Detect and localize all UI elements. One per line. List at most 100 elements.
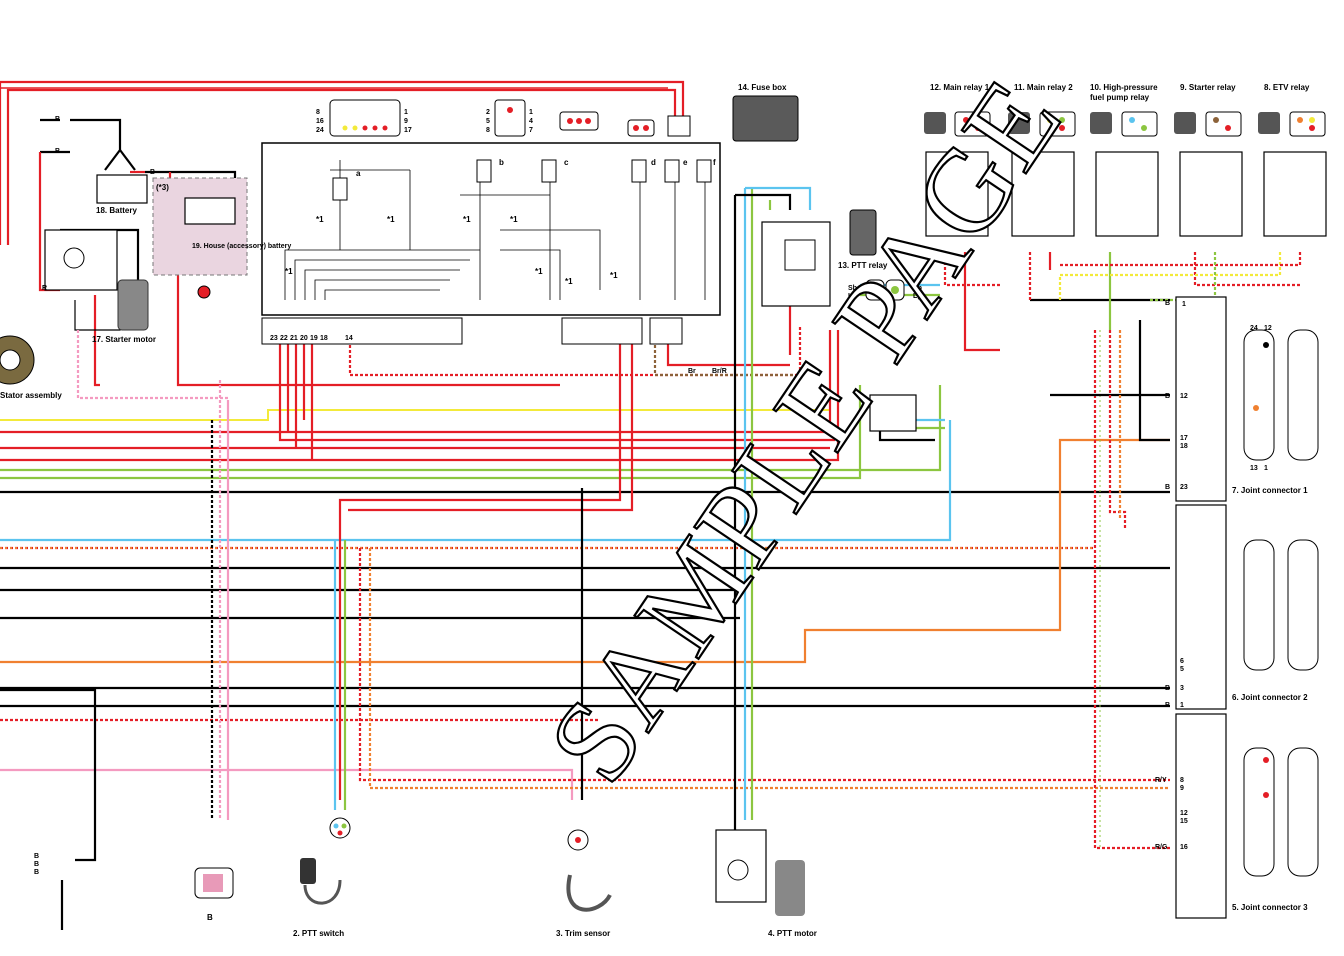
hp-pump-relay-label: fuel pump relay — [1090, 93, 1150, 102]
wire-color-labels: B B B R B B B B B R/Y R/G Br Br/R Sb Lg … — [34, 116, 1170, 876]
ecu-sub-f: f — [713, 158, 716, 167]
wire-label: Br — [688, 368, 696, 375]
wire-label: B — [1165, 393, 1170, 400]
ecu-pin: 22 — [280, 335, 288, 342]
jc-pin: 1 — [1180, 702, 1184, 709]
ptt-switch-label: 2. PTT switch — [293, 929, 344, 938]
pin-no: 8 — [316, 109, 320, 116]
fuse-box: 14. Fuse box — [732, 83, 831, 307]
ecu-connector-small — [559, 111, 691, 137]
grid-label: 12 — [1264, 325, 1272, 332]
ecu-module: a b c d e f *1 *1 *1 *1 *1 *1 *1 *1 23 2… — [261, 142, 721, 345]
grid-label: 1 — [1264, 465, 1268, 472]
jc-pin: 18 — [1180, 443, 1188, 450]
wire-label: B — [34, 853, 39, 860]
joint-connector-3: 5. Joint connector 3 8 9 12 15 16 — [1175, 713, 1319, 919]
jc-pin: 5 — [1180, 666, 1184, 673]
house-note: (*3) — [156, 183, 169, 192]
joint-connector-3-label: 5. Joint connector 3 — [1232, 903, 1308, 912]
star-note: *1 — [535, 267, 543, 276]
ptt-switch: 2. PTT switch — [293, 817, 351, 938]
wire-label: R/G — [1155, 844, 1168, 851]
main-relay-2: 11. Main relay 2 — [1008, 83, 1076, 237]
fuse-box-label: 14. Fuse box — [738, 83, 787, 92]
wire-label: Lg — [848, 293, 857, 300]
ecu-pin: 23 — [270, 335, 278, 342]
wire-label: B — [150, 169, 155, 176]
wire-label: B — [1165, 484, 1170, 491]
relays: 12. Main relay 1 11. Main relay 2 10. Hi… — [924, 83, 1327, 237]
main-relay-2-label: 11. Main relay 2 — [1014, 83, 1073, 92]
wire-label: Sb — [913, 285, 922, 292]
trim-sensor-label: 3. Trim sensor — [556, 929, 610, 938]
jc-pin: 12 — [1180, 393, 1188, 400]
ecu-pin: 21 — [290, 335, 298, 342]
ecu-connector-large: 8 16 24 1 9 17 — [316, 99, 412, 137]
pin-no: 16 — [316, 118, 324, 125]
jc-pin: 1 — [1182, 301, 1186, 308]
trim-sensor: 3. Trim sensor — [556, 829, 612, 938]
ecu-pin-labels: 23 22 21 20 19 18 14 — [270, 335, 353, 342]
pin-no: 8 — [486, 127, 490, 134]
ecu-sub-c: c — [564, 158, 569, 167]
jc-pin: 17 — [1180, 435, 1188, 442]
pin-no: 1 — [529, 109, 533, 116]
stator: Stator assembly — [0, 335, 62, 400]
ptt-relay: 13. PTT relay — [838, 209, 917, 432]
wire-label: B — [34, 869, 39, 876]
pin-no: 17 — [404, 127, 412, 134]
star-note: *1 — [316, 215, 324, 224]
wire-label: Sb — [848, 285, 857, 292]
starter-motor-label: 17. Starter motor — [92, 335, 156, 344]
jc-pin: 3 — [1180, 685, 1184, 692]
star-note: *1 — [610, 271, 618, 280]
wire-label: Br/R — [712, 368, 727, 375]
pin-no: 9 — [404, 118, 408, 125]
jc-pin: 16 — [1180, 844, 1188, 851]
ptt-motor: 4. PTT motor — [715, 829, 817, 938]
ground-label: B — [207, 913, 213, 922]
star-note: *1 — [285, 267, 293, 276]
etv-relay: 8. ETV relay — [1258, 83, 1327, 237]
star-note: *1 — [565, 277, 573, 286]
house-battery: (*3) 19. House (accessory) battery — [152, 177, 291, 299]
joint-connector-2-label: 6. Joint connector 2 — [1232, 693, 1308, 702]
pin-no: 7 — [529, 127, 533, 134]
ecu-pin: 18 — [320, 335, 328, 342]
star-note: *1 — [510, 215, 518, 224]
wire-label: R/Y — [1155, 777, 1167, 784]
ecu-connector-mid: 2 5 8 1 4 7 — [486, 99, 533, 137]
star-note: *1 — [387, 215, 395, 224]
hp-pump-relay-label: 10. High-pressure — [1090, 83, 1158, 92]
etv-relay-label: 8. ETV relay — [1264, 83, 1310, 92]
battery: 18. Battery — [96, 174, 148, 215]
grid-label: 13 — [1250, 465, 1258, 472]
starter-relay-label: 9. Starter relay — [1180, 83, 1236, 92]
starter-motor: 17. Starter motor — [44, 229, 156, 344]
joint-connector-1-label: 7. Joint connector 1 — [1232, 486, 1308, 495]
ptt-motor-label: 4. PTT motor — [768, 929, 817, 938]
ecu-sub-d: d — [651, 158, 656, 167]
pin-no: 2 — [486, 109, 490, 116]
hp-pump-relay: 10. High-pressure fuel pump relay — [1090, 83, 1159, 237]
wire-label: B — [1165, 685, 1170, 692]
pin-no: 24 — [316, 127, 324, 134]
starter-relay: 9. Starter relay — [1174, 83, 1243, 237]
jc-pin: 9 — [1180, 785, 1184, 792]
wire-label: R — [42, 285, 47, 292]
jc-pin: 8 — [1180, 777, 1184, 784]
ecu-sub-b: b — [499, 158, 504, 167]
wire-label: Lg — [913, 293, 922, 300]
ecu-sub-e: e — [683, 158, 688, 167]
pin-no: 5 — [486, 118, 490, 125]
ptt-relay-label: 13. PTT relay — [838, 261, 888, 270]
wire-label: B — [34, 861, 39, 868]
ecu-sub-a: a — [356, 169, 361, 178]
main-relay-1: 12. Main relay 1 — [924, 83, 991, 237]
main-relay-1-label: 12. Main relay 1 — [930, 83, 990, 92]
wire-label: B — [55, 116, 60, 123]
grid-label: 24 — [1250, 325, 1258, 332]
battery-label: 18. Battery — [96, 206, 137, 215]
house-battery-label: 19. House (accessory) battery — [192, 243, 291, 250]
